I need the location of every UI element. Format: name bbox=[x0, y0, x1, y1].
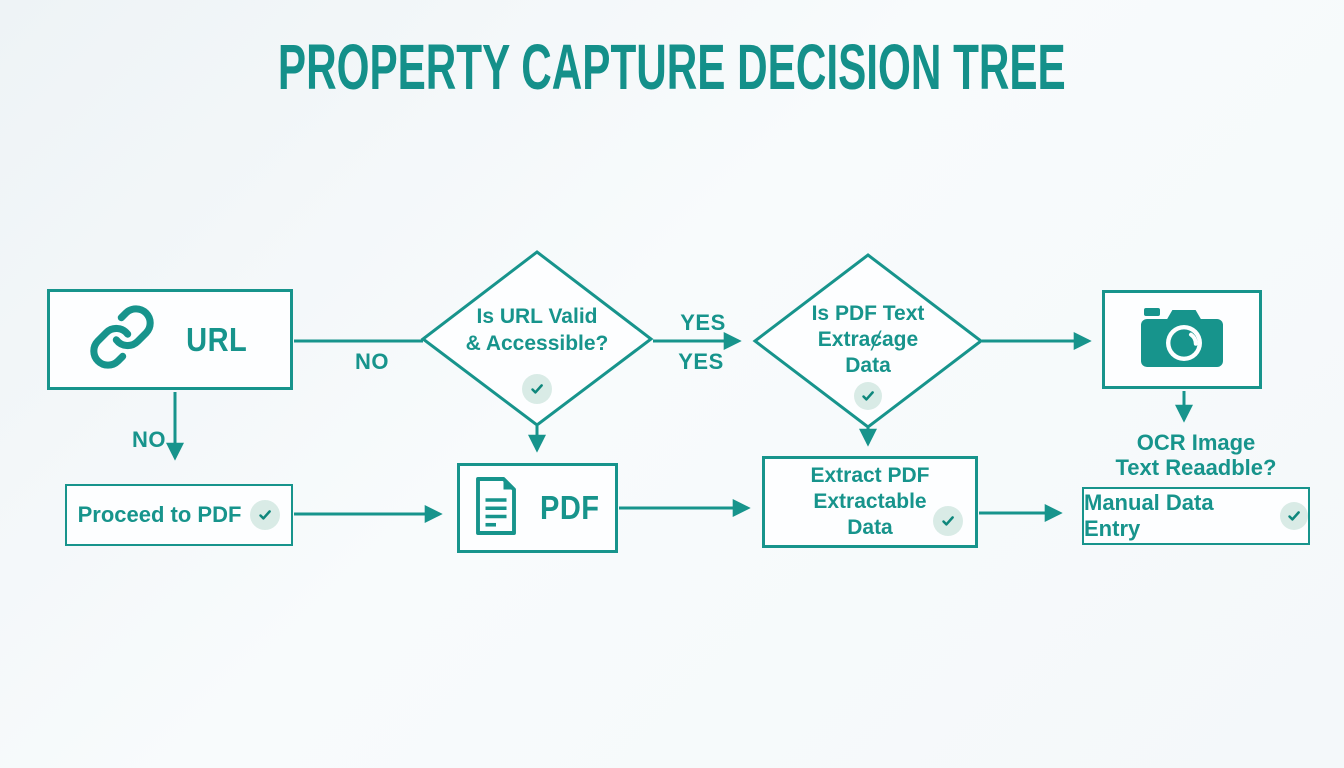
extract-pdf-line3: Data bbox=[847, 516, 893, 539]
pdf-node-label: PDF bbox=[539, 489, 600, 526]
url-valid-line2: & Accessible? bbox=[465, 332, 609, 355]
extract-pdf-line2: Extractable bbox=[813, 490, 927, 513]
url-node-label: URL bbox=[186, 320, 248, 358]
page-title: PROPERTY CAPTURE DECISION TREE bbox=[0, 30, 1344, 104]
pdf-node: PDF bbox=[457, 463, 618, 553]
url-valid-diamond-text: Is URL Valid & Accessible? bbox=[437, 303, 637, 357]
camera-icon bbox=[1138, 303, 1226, 376]
ocr-question-line2: Text Reaadble? bbox=[1115, 455, 1277, 480]
manual-data-entry-node: Manual Data Entry bbox=[1082, 487, 1310, 545]
ocr-question-label: OCR Image Text Reaadble? bbox=[1078, 430, 1314, 480]
page-title-text: PROPERTY CAPTURE DECISION TREE bbox=[278, 31, 1066, 103]
check-icon bbox=[933, 506, 963, 536]
extract-pdf-line1: Extract PDF bbox=[810, 464, 930, 487]
check-icon bbox=[1280, 502, 1308, 530]
edge-label-no-right: NO bbox=[355, 349, 389, 374]
edge-label-yes-bottom: YES bbox=[678, 349, 724, 374]
pdf-document-icon bbox=[472, 476, 520, 541]
url-node: URL bbox=[47, 289, 293, 390]
diamond-pdf-text bbox=[752, 253, 984, 429]
edge-label-yes-top: YES bbox=[680, 310, 726, 335]
extract-pdf-text: Extract PDF Extractable Data bbox=[810, 463, 929, 541]
check-icon bbox=[522, 374, 552, 404]
url-valid-line1: Is URL Valid bbox=[476, 305, 598, 328]
ocr-question-line1: OCR Image bbox=[1136, 430, 1256, 455]
diamond-url-valid bbox=[420, 250, 654, 427]
manual-data-entry-label: Manual Data Entry bbox=[1084, 490, 1214, 541]
pdf-text-line2: Extraȼage bbox=[817, 328, 919, 351]
edge-label-no-down: NO bbox=[132, 427, 166, 452]
proceed-to-pdf-label: Proceed to PDF bbox=[77, 502, 242, 527]
check-icon bbox=[250, 500, 281, 530]
link-icon bbox=[88, 303, 156, 376]
pdf-text-line3: Data bbox=[845, 354, 891, 377]
proceed-to-pdf-node: Proceed to PDF bbox=[65, 484, 293, 546]
extract-pdf-node: Extract PDF Extractable Data bbox=[762, 456, 978, 548]
pdf-text-line1: Is PDF Text bbox=[811, 302, 925, 325]
camera-node bbox=[1102, 290, 1262, 389]
check-icon bbox=[854, 382, 882, 410]
pdf-text-diamond-text: Is PDF Text Extraȼage Data bbox=[768, 301, 968, 379]
